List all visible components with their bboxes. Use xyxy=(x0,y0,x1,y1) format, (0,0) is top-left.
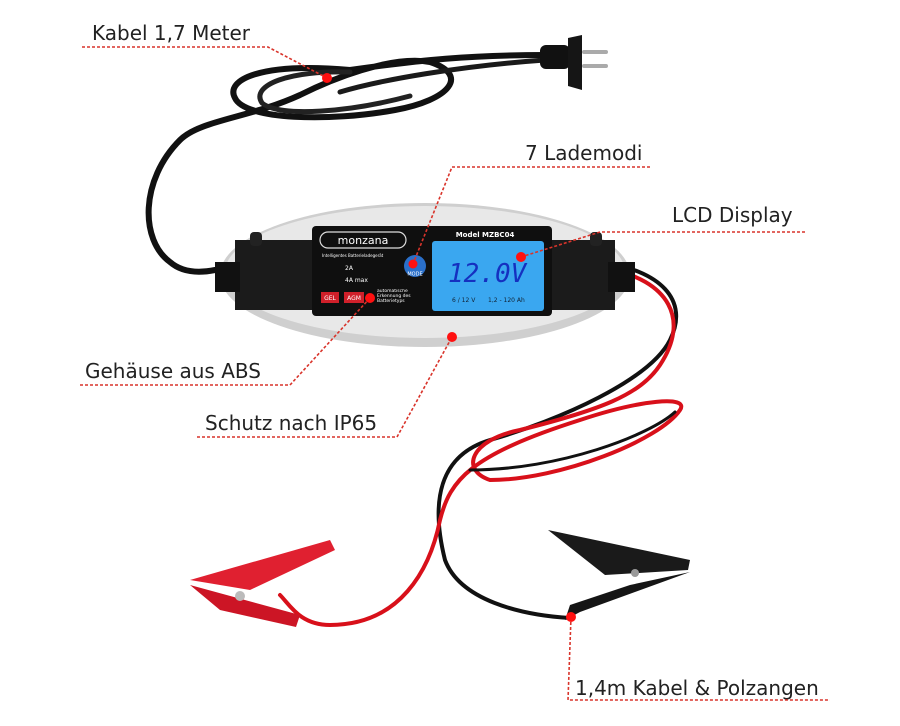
callout-cable-length-label: Kabel 1,7 Meter xyxy=(92,21,251,45)
current-small: 2A xyxy=(345,265,354,272)
charger-device: monzana Intelligentes Batterieladegerät … xyxy=(215,203,635,347)
red-clamp xyxy=(190,540,335,627)
brand-logo xyxy=(319,231,407,249)
lcd-range-capacity: 1,2 - 120 Ah xyxy=(488,297,525,304)
brand-name: monzana xyxy=(338,234,389,247)
callout-cable-length: Kabel 1,7 Meter xyxy=(82,21,332,83)
badge-agm: AGM xyxy=(347,295,361,302)
callout-charge-modes-label: 7 Lademodi xyxy=(525,141,642,165)
callout-housing-label: Gehäuse aus ABS xyxy=(85,359,261,383)
power-cable xyxy=(145,52,548,275)
euro-plug xyxy=(540,35,608,90)
badge-gel: GEL xyxy=(324,295,336,302)
device-subtitle: Intelligentes Batterieladegerät xyxy=(322,253,384,258)
mode-button-label: MODE xyxy=(407,272,422,278)
callout-charge-modes: 7 Lademodi xyxy=(408,141,650,269)
callout-clamps-label: 1,4m Kabel & Polzangen xyxy=(575,676,819,700)
output-cables xyxy=(278,260,684,627)
current-large: 4A max xyxy=(345,277,368,284)
model-label: Model MZBC04 xyxy=(456,231,515,239)
callout-lcd-display-label: LCD Display xyxy=(672,203,793,227)
callout-housing: Gehäuse aus ABS xyxy=(80,293,375,386)
black-clamp xyxy=(548,530,690,620)
callout-lcd-display: LCD Display xyxy=(516,203,805,262)
callout-clamps: 1,4m Kabel & Polzangen xyxy=(566,612,830,701)
callout-protection: Schutz nach IP65 xyxy=(197,332,457,438)
callout-protection-label: Schutz nach IP65 xyxy=(205,411,377,435)
auto-detect-text: automatische Erkennung des Batterietyps xyxy=(377,289,411,303)
lcd-voltage: 12.0V xyxy=(448,259,528,289)
lcd-range-voltage: 6 / 12 V xyxy=(452,297,476,304)
lcd-screen xyxy=(432,241,544,311)
